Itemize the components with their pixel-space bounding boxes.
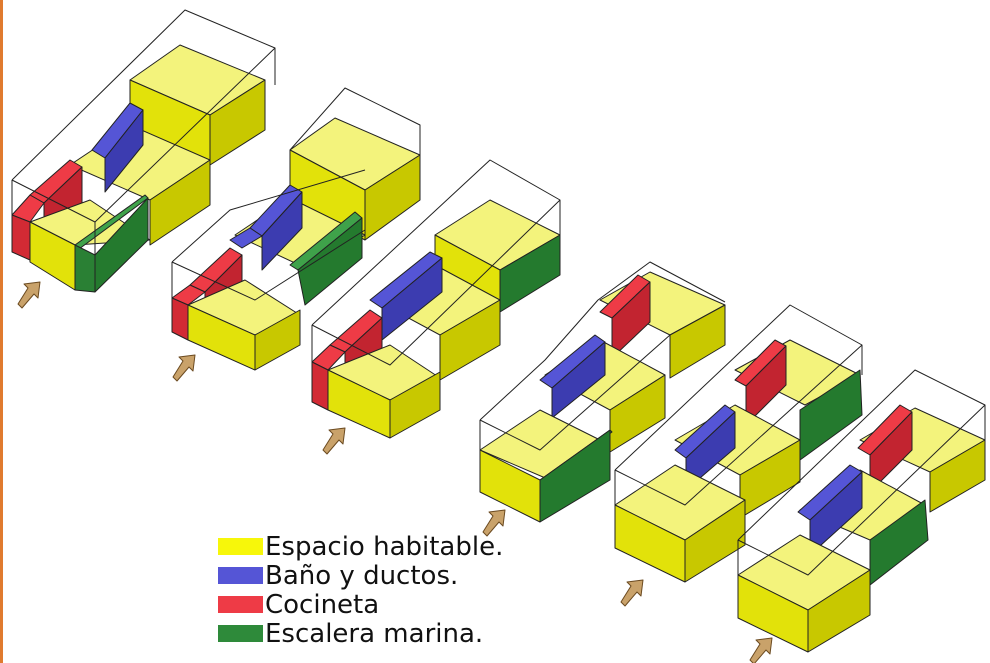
page-border xyxy=(0,0,3,663)
module-2 xyxy=(171,87,421,371)
module-3 xyxy=(311,159,561,439)
module-4 xyxy=(479,261,726,523)
legend-item-bath: Baño y ductos. xyxy=(218,561,503,590)
entrance-arrow-icon xyxy=(172,354,196,382)
legend-label: Baño y ductos. xyxy=(265,560,459,591)
legend-item-kitchen: Cocineta xyxy=(218,590,503,619)
legend-swatch-yellow xyxy=(218,538,263,555)
legend-item-habitable: Espacio habitable. xyxy=(218,532,503,561)
legend-label: Cocineta xyxy=(265,589,380,620)
module-1 xyxy=(11,9,276,293)
legend-swatch-green xyxy=(218,625,263,642)
legend-label: Espacio habitable. xyxy=(265,531,504,562)
entrance-arrow-icon xyxy=(620,579,644,607)
legend-label: Escalera marina. xyxy=(265,618,484,649)
module-6 xyxy=(737,369,986,653)
legend-swatch-blue xyxy=(218,567,263,584)
entrance-arrow-icon xyxy=(17,281,41,309)
legend-swatch-red xyxy=(218,596,263,613)
color-legend: Espacio habitable. Baño y ductos. Cocine… xyxy=(218,532,503,648)
entrance-arrow-icon xyxy=(749,637,773,663)
entrance-arrow-icon xyxy=(322,427,346,455)
module-5 xyxy=(614,304,863,583)
entrance-arrow-icon xyxy=(482,509,506,537)
legend-item-stair: Escalera marina. xyxy=(218,619,503,648)
